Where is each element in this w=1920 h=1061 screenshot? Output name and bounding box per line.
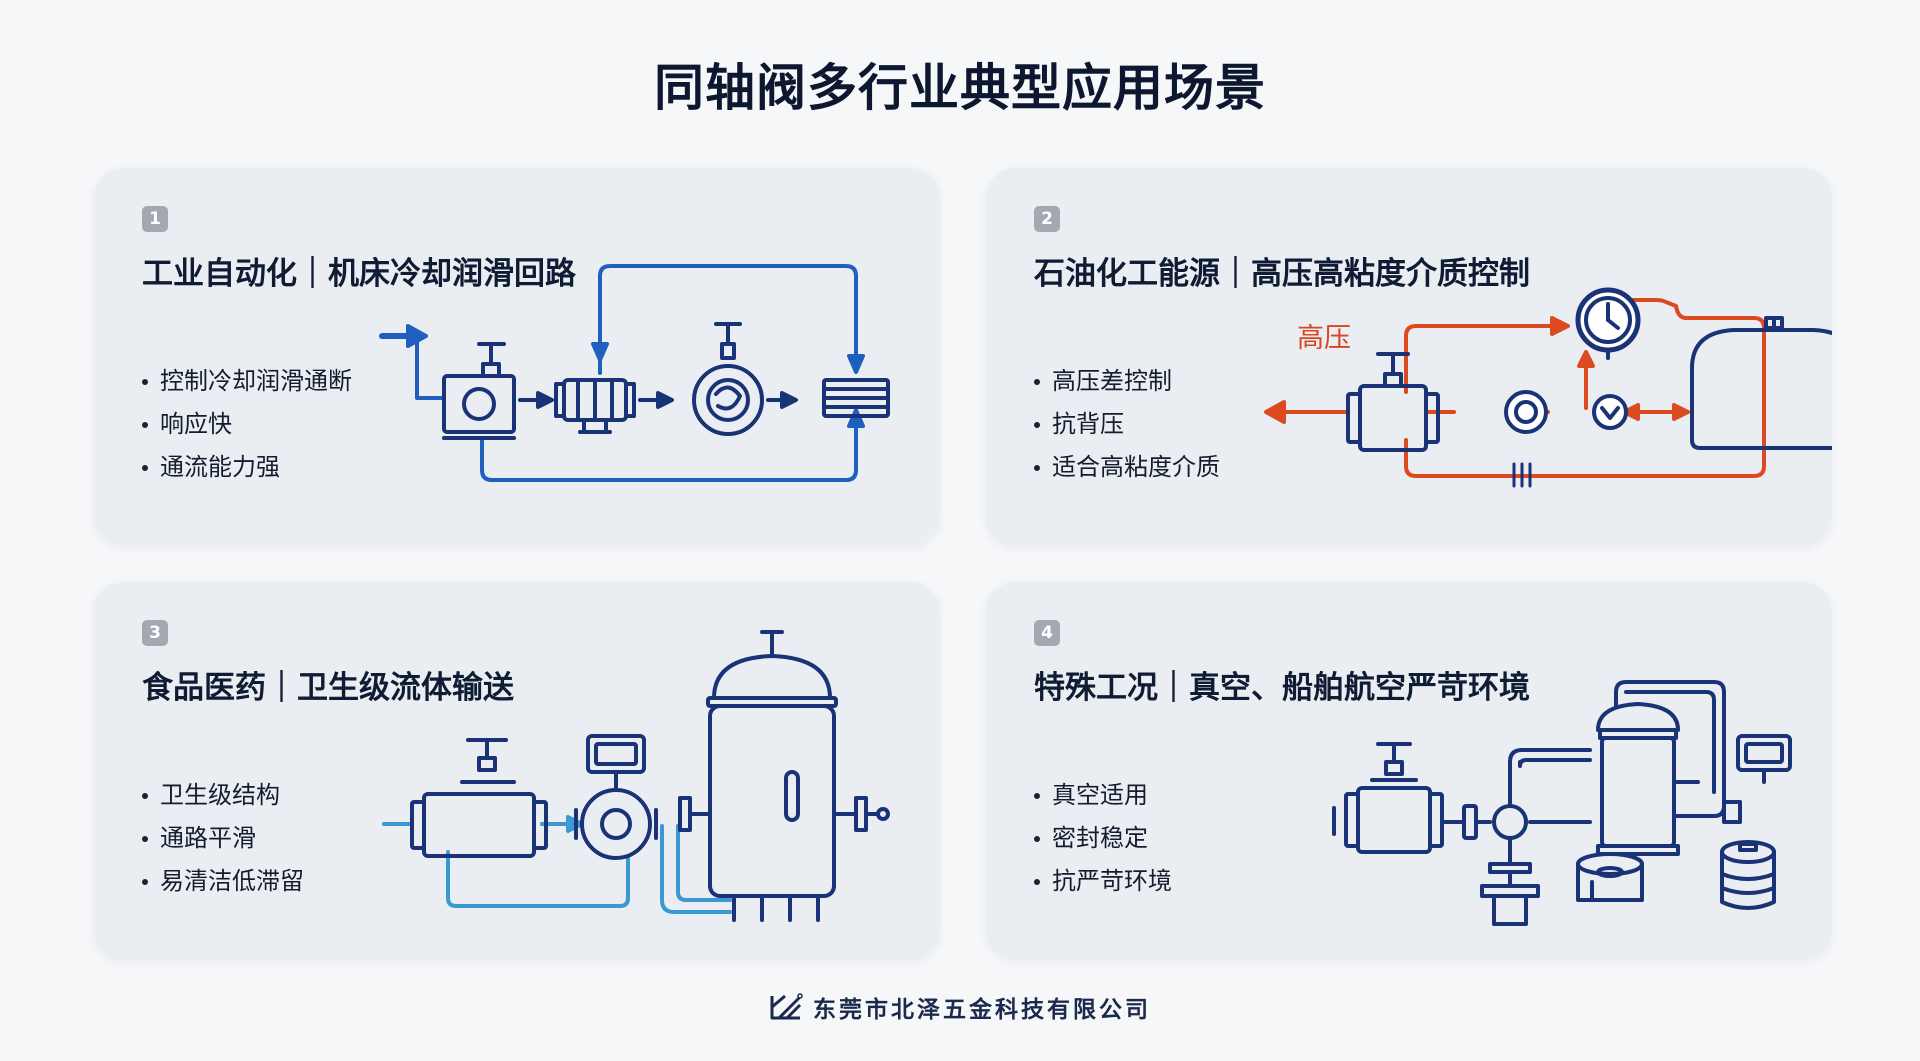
barrel-icon [1720, 840, 1776, 910]
pump-icon [692, 322, 764, 436]
flow-meter-icon [1504, 390, 1548, 434]
card-title: 食品医药｜卫生级流体输送 [142, 670, 514, 706]
bullet-list: 高压差控制 抗背压 适合高粘度介质 [1032, 360, 1220, 489]
bullet-item: 控制冷却润滑通断 [140, 360, 352, 403]
bullet-item: 抗背压 [1032, 403, 1220, 446]
coaxial-valve-icon [442, 342, 516, 440]
coaxial-valve-icon [1332, 742, 1444, 854]
bullet-item: 响应快 [140, 403, 352, 446]
bullet-item: 抗严苛环境 [1032, 860, 1172, 903]
card-title: 特殊工况｜真空、船舶航空严苛环境 [1034, 670, 1530, 706]
bullet-item: 适合高粘度介质 [1032, 446, 1220, 489]
pressure-gauge-icon [1575, 287, 1641, 360]
footer: 东莞市北泽五金科技有限公司 [0, 990, 1920, 1024]
bullet-item: 通流能力强 [140, 446, 352, 489]
high-pressure-label: 高压 [1297, 323, 1351, 354]
vacuum-marine-diagram [1332, 680, 1792, 926]
gauge-display-icon [1736, 734, 1792, 784]
card-food-pharma: 3 食品医药｜卫生级流体输送 卫生级结构 通路平滑 易清洁低滞留 [94, 582, 940, 960]
bullet-list: 控制冷却润滑通断 响应快 通流能力强 [140, 360, 352, 489]
bullet-item: 密封稳定 [1032, 817, 1172, 860]
coaxial-valve-icon [1346, 352, 1440, 452]
bullet-item: 真空适用 [1032, 774, 1172, 817]
card-number-badge: 1 [142, 206, 168, 232]
check-valve-icon [1592, 394, 1628, 430]
bullet-item: 卫生级结构 [140, 774, 304, 817]
drum-icon [1576, 852, 1644, 902]
coolant-loop-diagram [379, 264, 890, 482]
inlet-arrow-icon [379, 324, 428, 348]
bullet-item: 易清洁低滞留 [140, 860, 304, 903]
card-title: 工业自动化｜机床冷却润滑回路 [142, 256, 576, 292]
sanitary-transfer-diagram [382, 630, 890, 922]
company-name: 东莞市北泽五金科技有限公司 [813, 997, 1151, 1023]
flow-meter-icon [574, 734, 658, 860]
sanitary-valve-icon [410, 738, 548, 858]
bullet-list: 真空适用 密封稳定 抗严苛环境 [1032, 774, 1172, 903]
bullet-item: 通路平滑 [140, 817, 304, 860]
card-number-badge: 4 [1034, 620, 1060, 646]
card-petrochemical-energy: 2 石油化工能源｜高压高粘度介质控制 高压差控制 抗背压 适合高粘度介质 高压 [986, 168, 1832, 546]
bullet-list: 卫生级结构 通路平滑 易清洁低滞留 [140, 774, 304, 903]
bz-logo-icon [770, 993, 803, 1020]
bullet-item: 高压差控制 [1032, 360, 1220, 403]
sanitary-tank-icon [678, 630, 890, 922]
heat-exchanger-icon [822, 378, 890, 418]
high-pressure-diagram [1264, 287, 1832, 488]
page-title: 同轴阀多行业典型应用场景 [654, 59, 1266, 117]
tee-fitting-icon [1462, 748, 1592, 926]
card-industrial-automation: 1 工业自动化｜机床冷却润滑回路 控制冷却润滑通断 响应快 通流能力强 [94, 168, 940, 546]
card-special-conditions: 4 特殊工况｜真空、船舶航空严苛环境 真空适用 密封稳定 抗严苛环境 [986, 582, 1832, 960]
card-number-badge: 2 [1034, 206, 1060, 232]
pressure-tank-icon [1690, 316, 1832, 450]
card-title: 石油化工能源｜高压高粘度介质控制 [1034, 256, 1530, 292]
inline-filter-icon [554, 378, 636, 434]
card-number-badge: 3 [142, 620, 168, 646]
vacuum-vessel-icon [1596, 680, 1742, 856]
